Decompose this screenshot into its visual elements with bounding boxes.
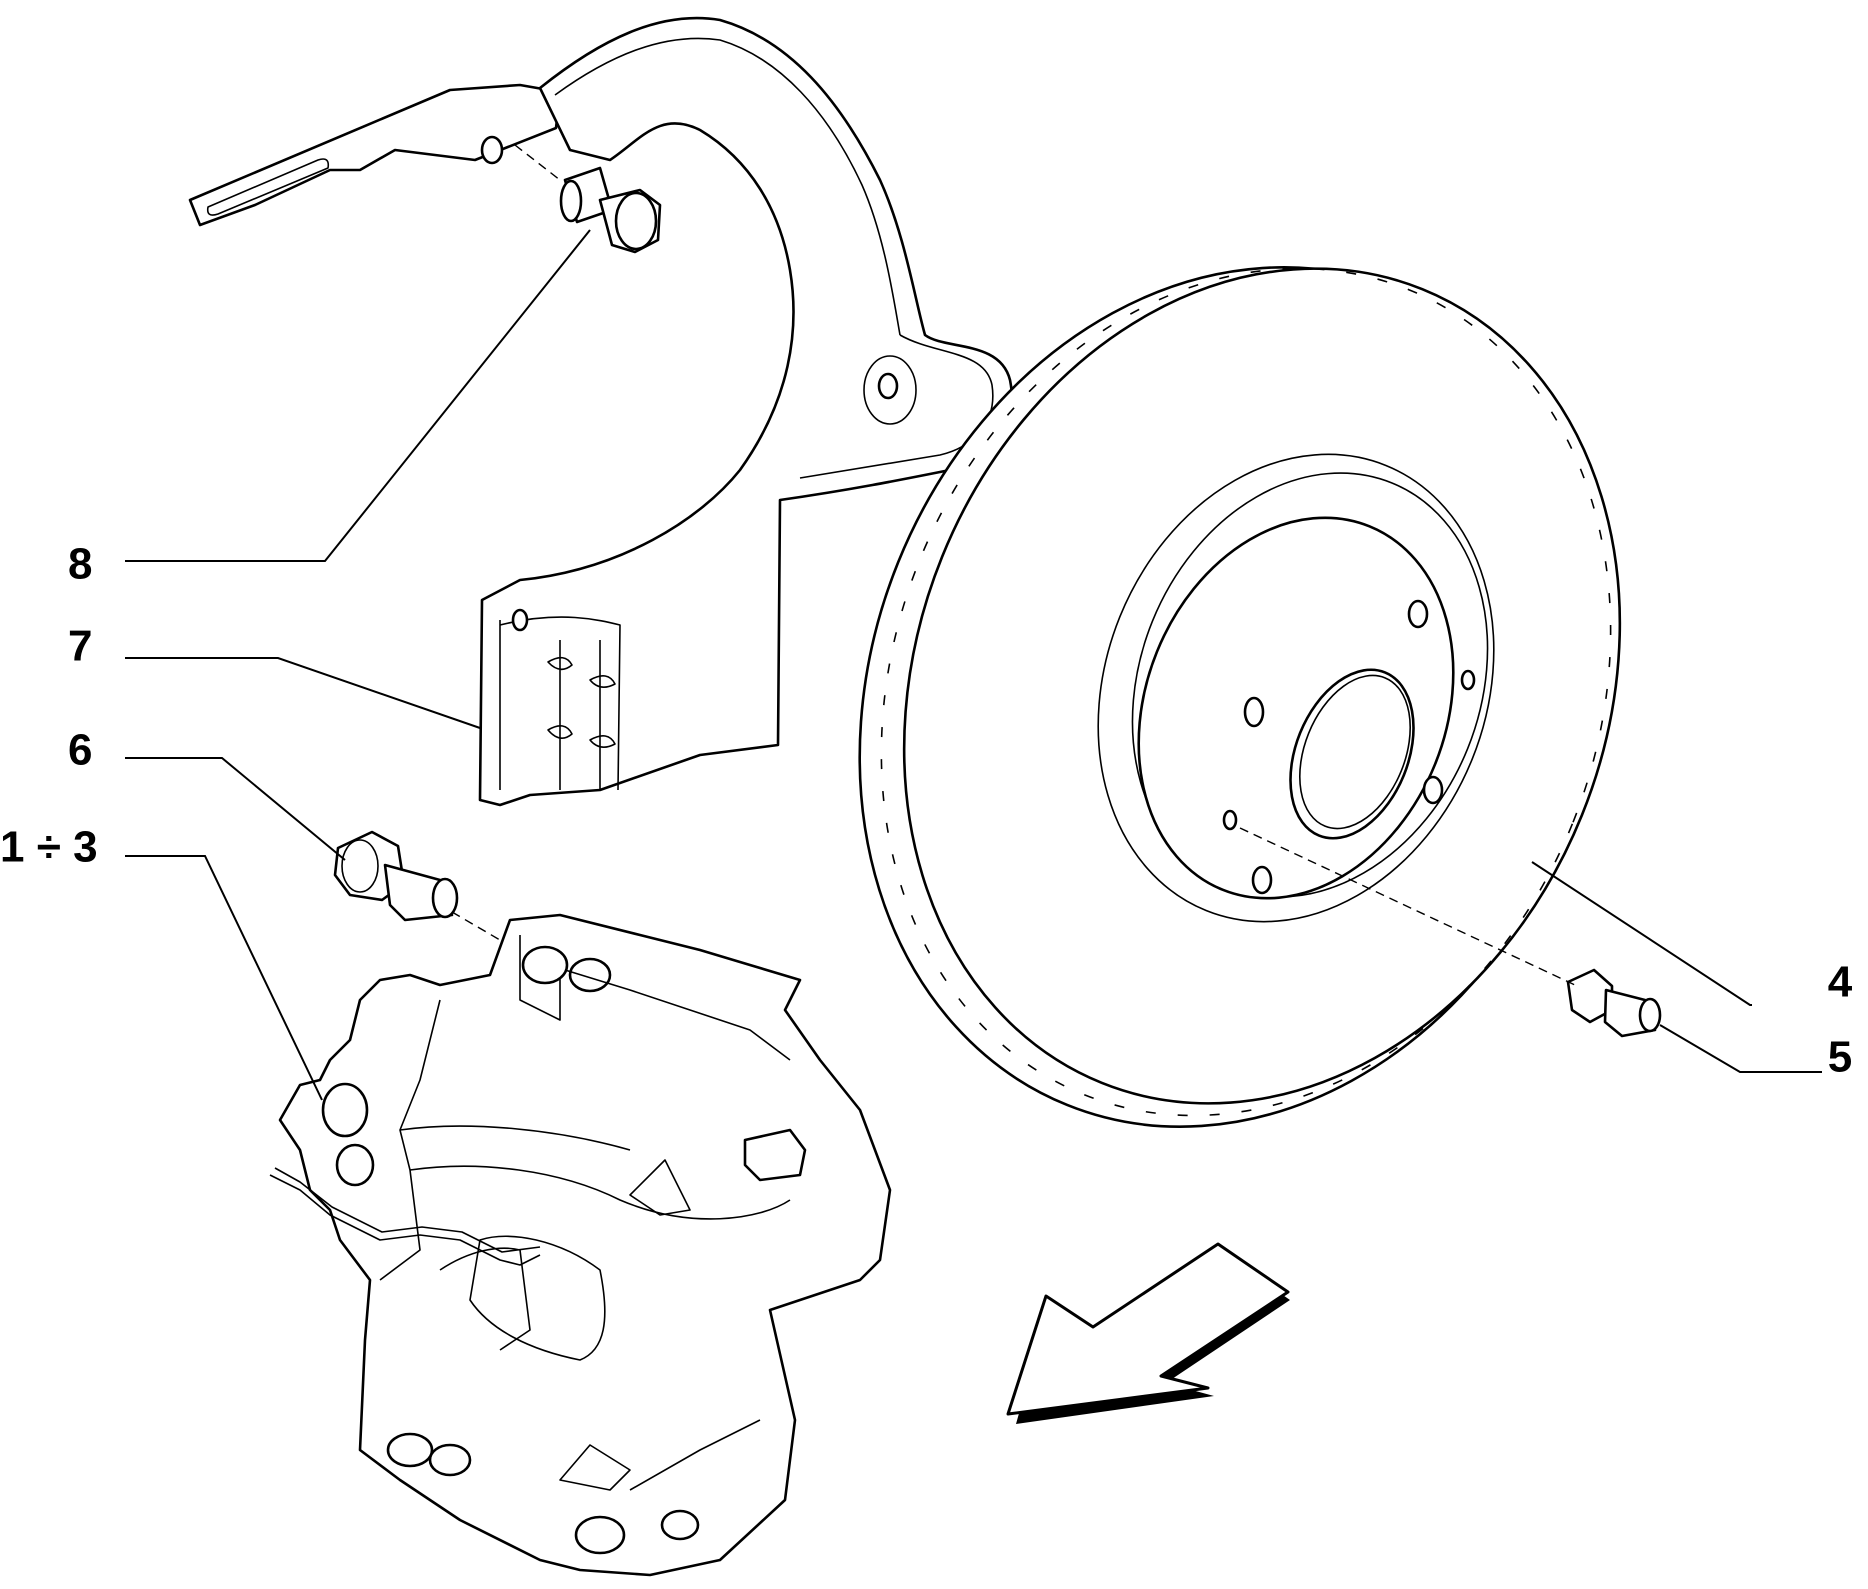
shield-bolt xyxy=(559,166,662,254)
callout-4: 4 xyxy=(1828,958,1853,1007)
callout-1-3: 1 ÷ 3 xyxy=(0,823,98,872)
brake-caliper xyxy=(269,913,892,1577)
callout-6: 6 xyxy=(68,726,92,775)
callout-8: 8 xyxy=(68,540,92,589)
direction-arrow xyxy=(1006,1242,1290,1424)
callout-5: 5 xyxy=(1828,1033,1852,1082)
disc-locating-screw xyxy=(1566,968,1662,1038)
callout-7: 7 xyxy=(68,622,92,671)
brake-disc xyxy=(858,266,1622,1128)
callout-labels: 8 7 6 1 ÷ 3 4 5 xyxy=(0,540,1853,1082)
leader-lines xyxy=(125,229,1822,1101)
caliper-guide-bolt xyxy=(333,830,459,922)
assembly-axes xyxy=(451,144,1576,986)
brake-dust-shield xyxy=(188,16,1014,807)
